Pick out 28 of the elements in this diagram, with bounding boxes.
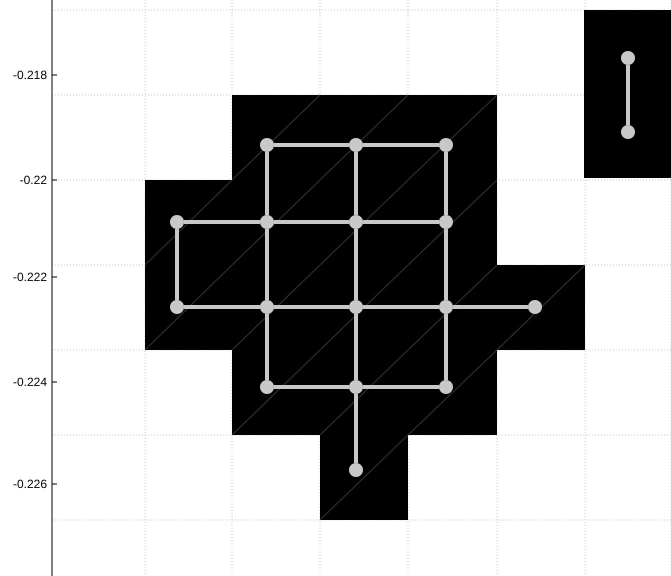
- graph-edge: [184, 305, 260, 309]
- graph-edge: [274, 385, 349, 389]
- graph-edge: [444, 229, 448, 300]
- graph-edge: [274, 143, 349, 147]
- tick-label: -0.22: [20, 173, 47, 187]
- graph-edge: [363, 305, 439, 309]
- graph-edge: [354, 152, 358, 215]
- graph-edge: [274, 305, 349, 309]
- graph-edge: [184, 220, 260, 224]
- graph-edge: [444, 314, 448, 380]
- graph-edge: [363, 385, 439, 389]
- graph-edge: [453, 305, 528, 309]
- graph-edge: [265, 229, 269, 300]
- graph-edge: [626, 65, 630, 125]
- graph-edge: [363, 143, 439, 147]
- graph-edge: [363, 220, 439, 224]
- tick-label: -0.218: [12, 68, 47, 82]
- graph-edge: [354, 394, 358, 463]
- graph-edge: [444, 152, 448, 215]
- graph-edge: [354, 314, 358, 380]
- tick-label: -0.224: [12, 375, 47, 389]
- graph-edge: [354, 229, 358, 300]
- tick-label: -0.222: [12, 270, 47, 284]
- graph-edge: [274, 220, 349, 224]
- graph-edge: [265, 152, 269, 215]
- tick-label: -0.226: [12, 477, 47, 491]
- graph-edge: [265, 314, 269, 380]
- graph-edge: [175, 229, 179, 300]
